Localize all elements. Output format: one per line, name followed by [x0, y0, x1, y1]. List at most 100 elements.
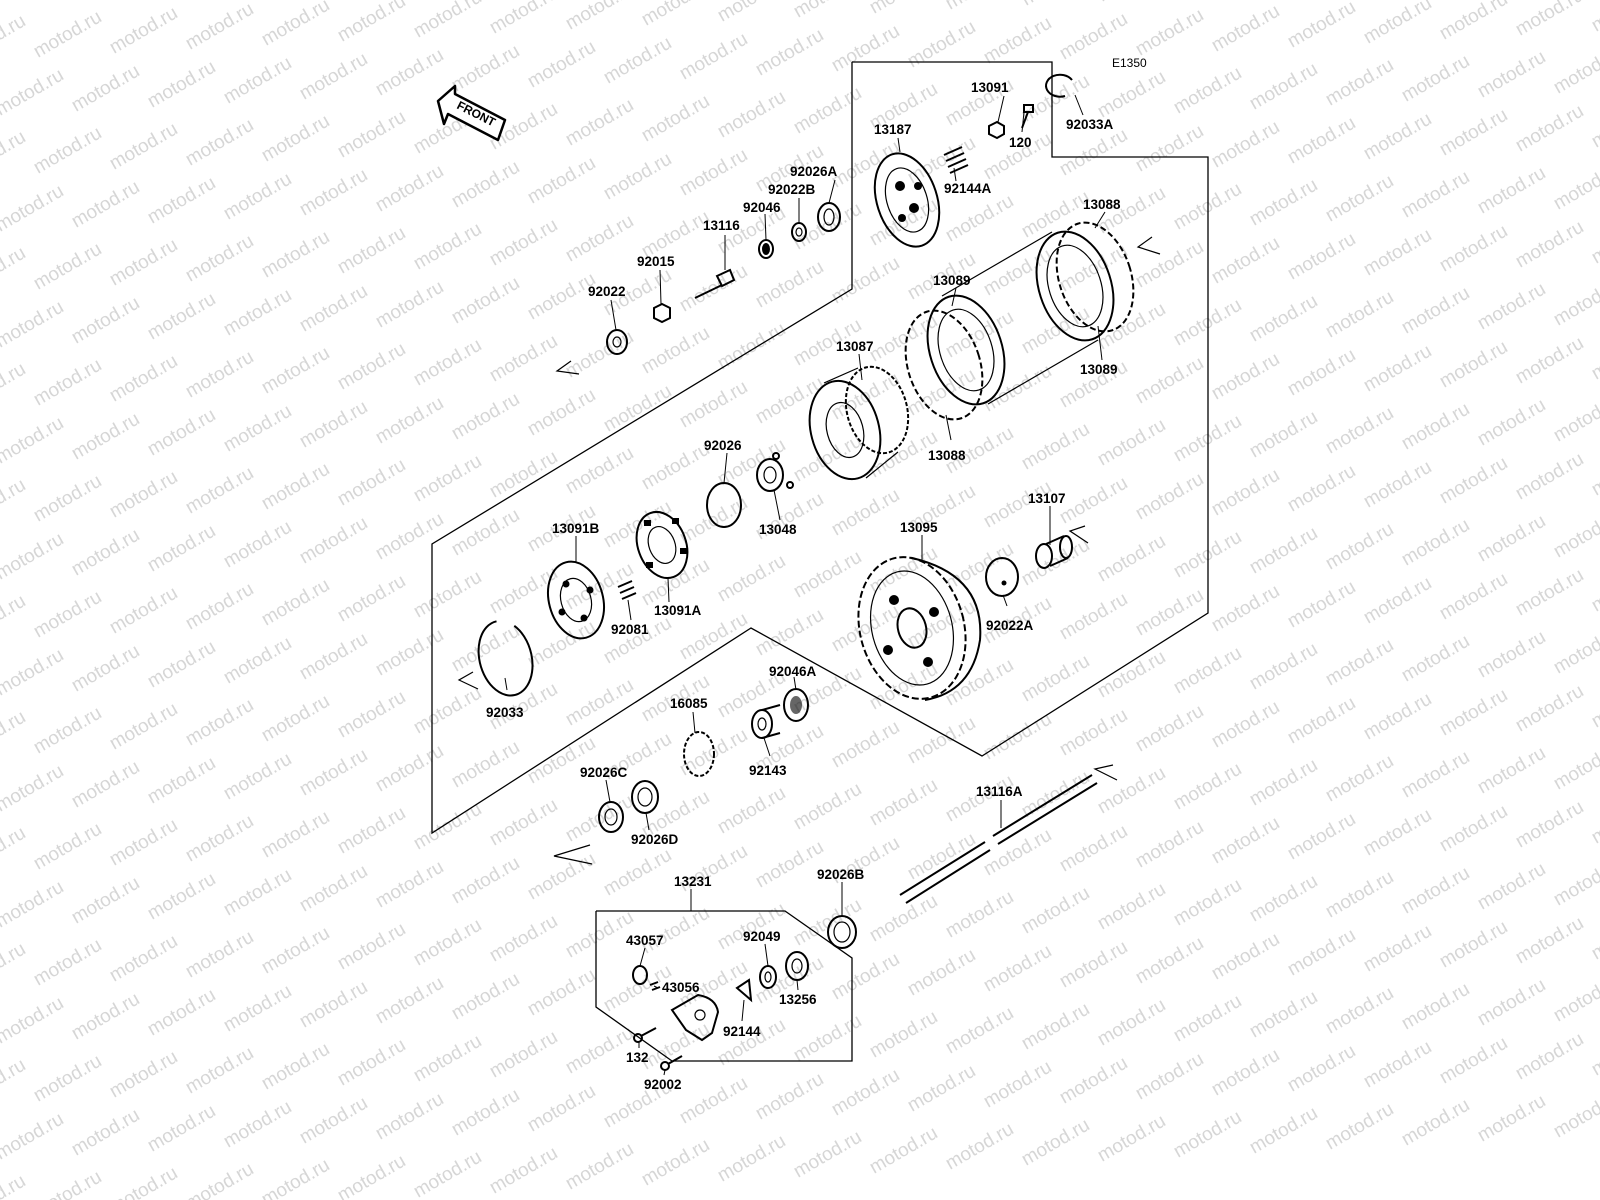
watermark-text: motod.ru	[220, 401, 295, 457]
watermark-text: motod.ru	[1056, 821, 1131, 877]
watermark-text: motod.ru	[1398, 167, 1473, 223]
watermark-text: motod.ru	[1588, 445, 1600, 501]
watermark-text: motod.ru	[1550, 507, 1600, 563]
watermark-text: motod.ru	[562, 0, 637, 34]
watermark-text: motod.ru	[1094, 1111, 1169, 1167]
watermark-text: motod.ru	[182, 0, 257, 54]
collar-92143-icon	[751, 704, 781, 739]
watermark-text: motod.ru	[1436, 917, 1511, 973]
watermark-text: motod.ru	[1550, 971, 1600, 1027]
watermark-text: motod.ru	[334, 0, 409, 46]
watermark-text: motod.ru	[1588, 909, 1600, 965]
watermark-text: motod.ru	[220, 1097, 295, 1153]
watermark-text: motod.ru	[1398, 1095, 1473, 1151]
watermark-text: motod.ru	[1208, 697, 1283, 753]
watermark-text: motod.ru	[448, 273, 523, 329]
watermark-text: motod.ru	[828, 137, 903, 193]
watermark-text: motod.ru	[220, 285, 295, 341]
watermark-text: motod.ru	[410, 219, 485, 275]
watermark-text: motod.ru	[334, 107, 409, 163]
watermark-text: motod.ru	[1398, 747, 1473, 803]
watermark-text: motod.ru	[106, 931, 181, 987]
gear-16085-icon	[683, 731, 715, 777]
axis-arrows	[457, 236, 1161, 865]
push-rod-13116-icon	[694, 268, 736, 299]
watermark-text: motod.ru	[1018, 419, 1093, 475]
watermark-text: motod.ru	[1208, 1045, 1283, 1101]
watermark-text: motod.ru	[676, 145, 751, 201]
watermark-text: motod.ru	[1588, 213, 1600, 269]
watermark-text: motod.ru	[790, 199, 865, 255]
watermark-text: motod.ru	[296, 977, 371, 1033]
watermark-text: motod.ru	[904, 829, 979, 885]
watermark-text: motod.ru	[30, 471, 105, 527]
watermark-text: motod.ru	[1512, 913, 1587, 969]
watermark-text: motod.ru	[1436, 569, 1511, 625]
watermark-text: motod.ru	[410, 0, 485, 42]
watermark-text: motod.ru	[1512, 797, 1587, 853]
watermark-text: motod.ru	[220, 517, 295, 573]
watermark-text: motod.ru	[1360, 0, 1435, 48]
watermark-text: motod.ru	[1284, 1041, 1359, 1097]
watermark-text: motod.ru	[1512, 333, 1587, 389]
watermark-text: motod.ru	[144, 405, 219, 461]
watermark-text: motod.ru	[1132, 817, 1207, 873]
watermark-text: motod.ru	[486, 331, 561, 387]
part-label-13087: 13087	[836, 339, 874, 354]
watermark-text: motod.ru	[1436, 105, 1511, 161]
watermark-text: motod.ru	[410, 1031, 485, 1087]
watermark-text: motod.ru	[1284, 0, 1359, 52]
watermark-text: motod.ru	[828, 1065, 903, 1121]
watermark-text: motod.ru	[904, 1061, 979, 1117]
watermark-text: motod.ru	[410, 335, 485, 391]
watermark-text: motod.ru	[410, 567, 485, 623]
watermark-text: motod.ru	[980, 941, 1055, 997]
watermark-text: motod.ru	[486, 447, 561, 503]
watermark-text: motod.ru	[182, 1159, 257, 1200]
watermark-text: motod.ru	[752, 605, 827, 661]
watermark-text: motod.ru	[30, 355, 105, 411]
part-label-43056: 43056	[662, 980, 700, 995]
watermark-text: motod.ru	[1474, 395, 1549, 451]
watermark-text: motod.ru	[334, 1035, 409, 1091]
part-label-92046A: 92046A	[769, 664, 817, 679]
watermark-text: motod.ru	[182, 1043, 257, 1099]
part-label-92026A: 92026A	[790, 164, 838, 179]
watermark-text: motod.ru	[1588, 329, 1600, 385]
watermark-text: motod.ru	[182, 695, 257, 751]
watermark-text: motod.ru	[296, 1093, 371, 1149]
part-label-13089-upper: 13089	[933, 273, 971, 288]
watermark-text: motod.ru	[258, 343, 333, 399]
watermark-text: motod.ru	[144, 869, 219, 925]
watermark-text: motod.ru	[1474, 279, 1549, 335]
watermark-text: motod.ru	[1360, 921, 1435, 977]
watermark-text: motod.ru	[752, 25, 827, 81]
watermark-text: motod.ru	[220, 169, 295, 225]
watermark-text: motod.ru	[1284, 345, 1359, 401]
part-label-92002: 92002	[644, 1077, 682, 1092]
watermark-text: motod.ru	[1170, 991, 1245, 1047]
watermark-text: motod.ru	[106, 3, 181, 59]
watermark-text: motod.ru	[296, 629, 371, 685]
watermark-text: motod.ru	[1398, 51, 1473, 107]
part-label-16085: 16085	[670, 696, 708, 711]
watermark-text: motod.ru	[942, 191, 1017, 247]
watermark-text: motod.ru	[144, 1101, 219, 1157]
watermark-text: motod.ru	[410, 451, 485, 507]
watermark-text: motod.ru	[1512, 565, 1587, 621]
part-label-92022B: 92022B	[768, 182, 816, 197]
watermark-text: motod.ru	[144, 753, 219, 809]
part-label-13088-lower: 13088	[928, 448, 966, 463]
watermark-text: motod.ru	[562, 211, 637, 267]
watermark-text: motod.ru	[1094, 763, 1169, 819]
watermark-text: motod.ru	[1512, 217, 1587, 273]
watermark-text: motod.ru	[1474, 627, 1549, 683]
watermark-text: motod.ru	[448, 157, 523, 213]
watermark-text: motod.ru	[1550, 1087, 1600, 1143]
watermark-text: motod.ru	[1094, 531, 1169, 587]
watermark-text: motod.ru	[0, 1109, 67, 1165]
steel-plates-13089-icon	[926, 230, 1115, 406]
watermark-text: motod.ru	[638, 0, 713, 30]
bolt-132-icon	[633, 1027, 657, 1043]
watermark-text: motod.ru	[0, 591, 29, 647]
